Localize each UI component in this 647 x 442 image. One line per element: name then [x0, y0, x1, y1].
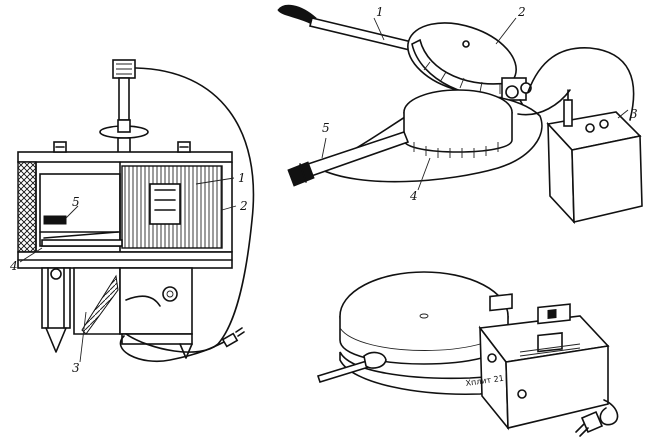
callout-a-4: 4 [9, 259, 18, 273]
transformer-block [73, 267, 121, 335]
clamshell-heater-figure: 1 2 3 4 5 [277, 4, 643, 225]
power-plug [221, 327, 245, 348]
control-box [546, 89, 643, 225]
top-rod [99, 59, 149, 155]
callout-b-5: 5 [322, 121, 330, 135]
lower-drum [403, 89, 513, 158]
power-cord [125, 67, 255, 353]
inner-elements [39, 183, 181, 247]
transformer-hatch [81, 274, 119, 335]
callout-a-5: 5 [72, 195, 80, 209]
callout-a-3: 3 [72, 361, 80, 375]
callout-b-2: 2 [517, 5, 526, 19]
top-plate [17, 151, 233, 163]
insulated-wall [17, 161, 37, 253]
display-left [489, 293, 513, 312]
lower-handle [287, 131, 410, 187]
callout-b-4: 4 [409, 189, 418, 203]
callout-a-2: 2 [239, 199, 248, 213]
cutaway-apparatus-figure: 1 2 3 4 5 [9, 59, 255, 375]
lower-housing [119, 267, 193, 359]
callout-a-1: 1 [238, 171, 246, 185]
heater-cable [527, 47, 635, 121]
control-unit: Хплит 21 [465, 293, 610, 431]
top-clamps [53, 141, 191, 153]
hot-plate-figure: Хплит 21 [316, 271, 619, 437]
inner-chamber [39, 173, 121, 247]
hot-plate-plug [575, 410, 604, 437]
power-knob [517, 389, 527, 399]
hot-plate-cord [599, 399, 619, 426]
callout-b-1: 1 [376, 5, 384, 19]
left-support [41, 267, 71, 353]
upper-handle [277, 4, 421, 53]
callout-b-3: 3 [630, 107, 638, 121]
hinge [501, 77, 532, 119]
